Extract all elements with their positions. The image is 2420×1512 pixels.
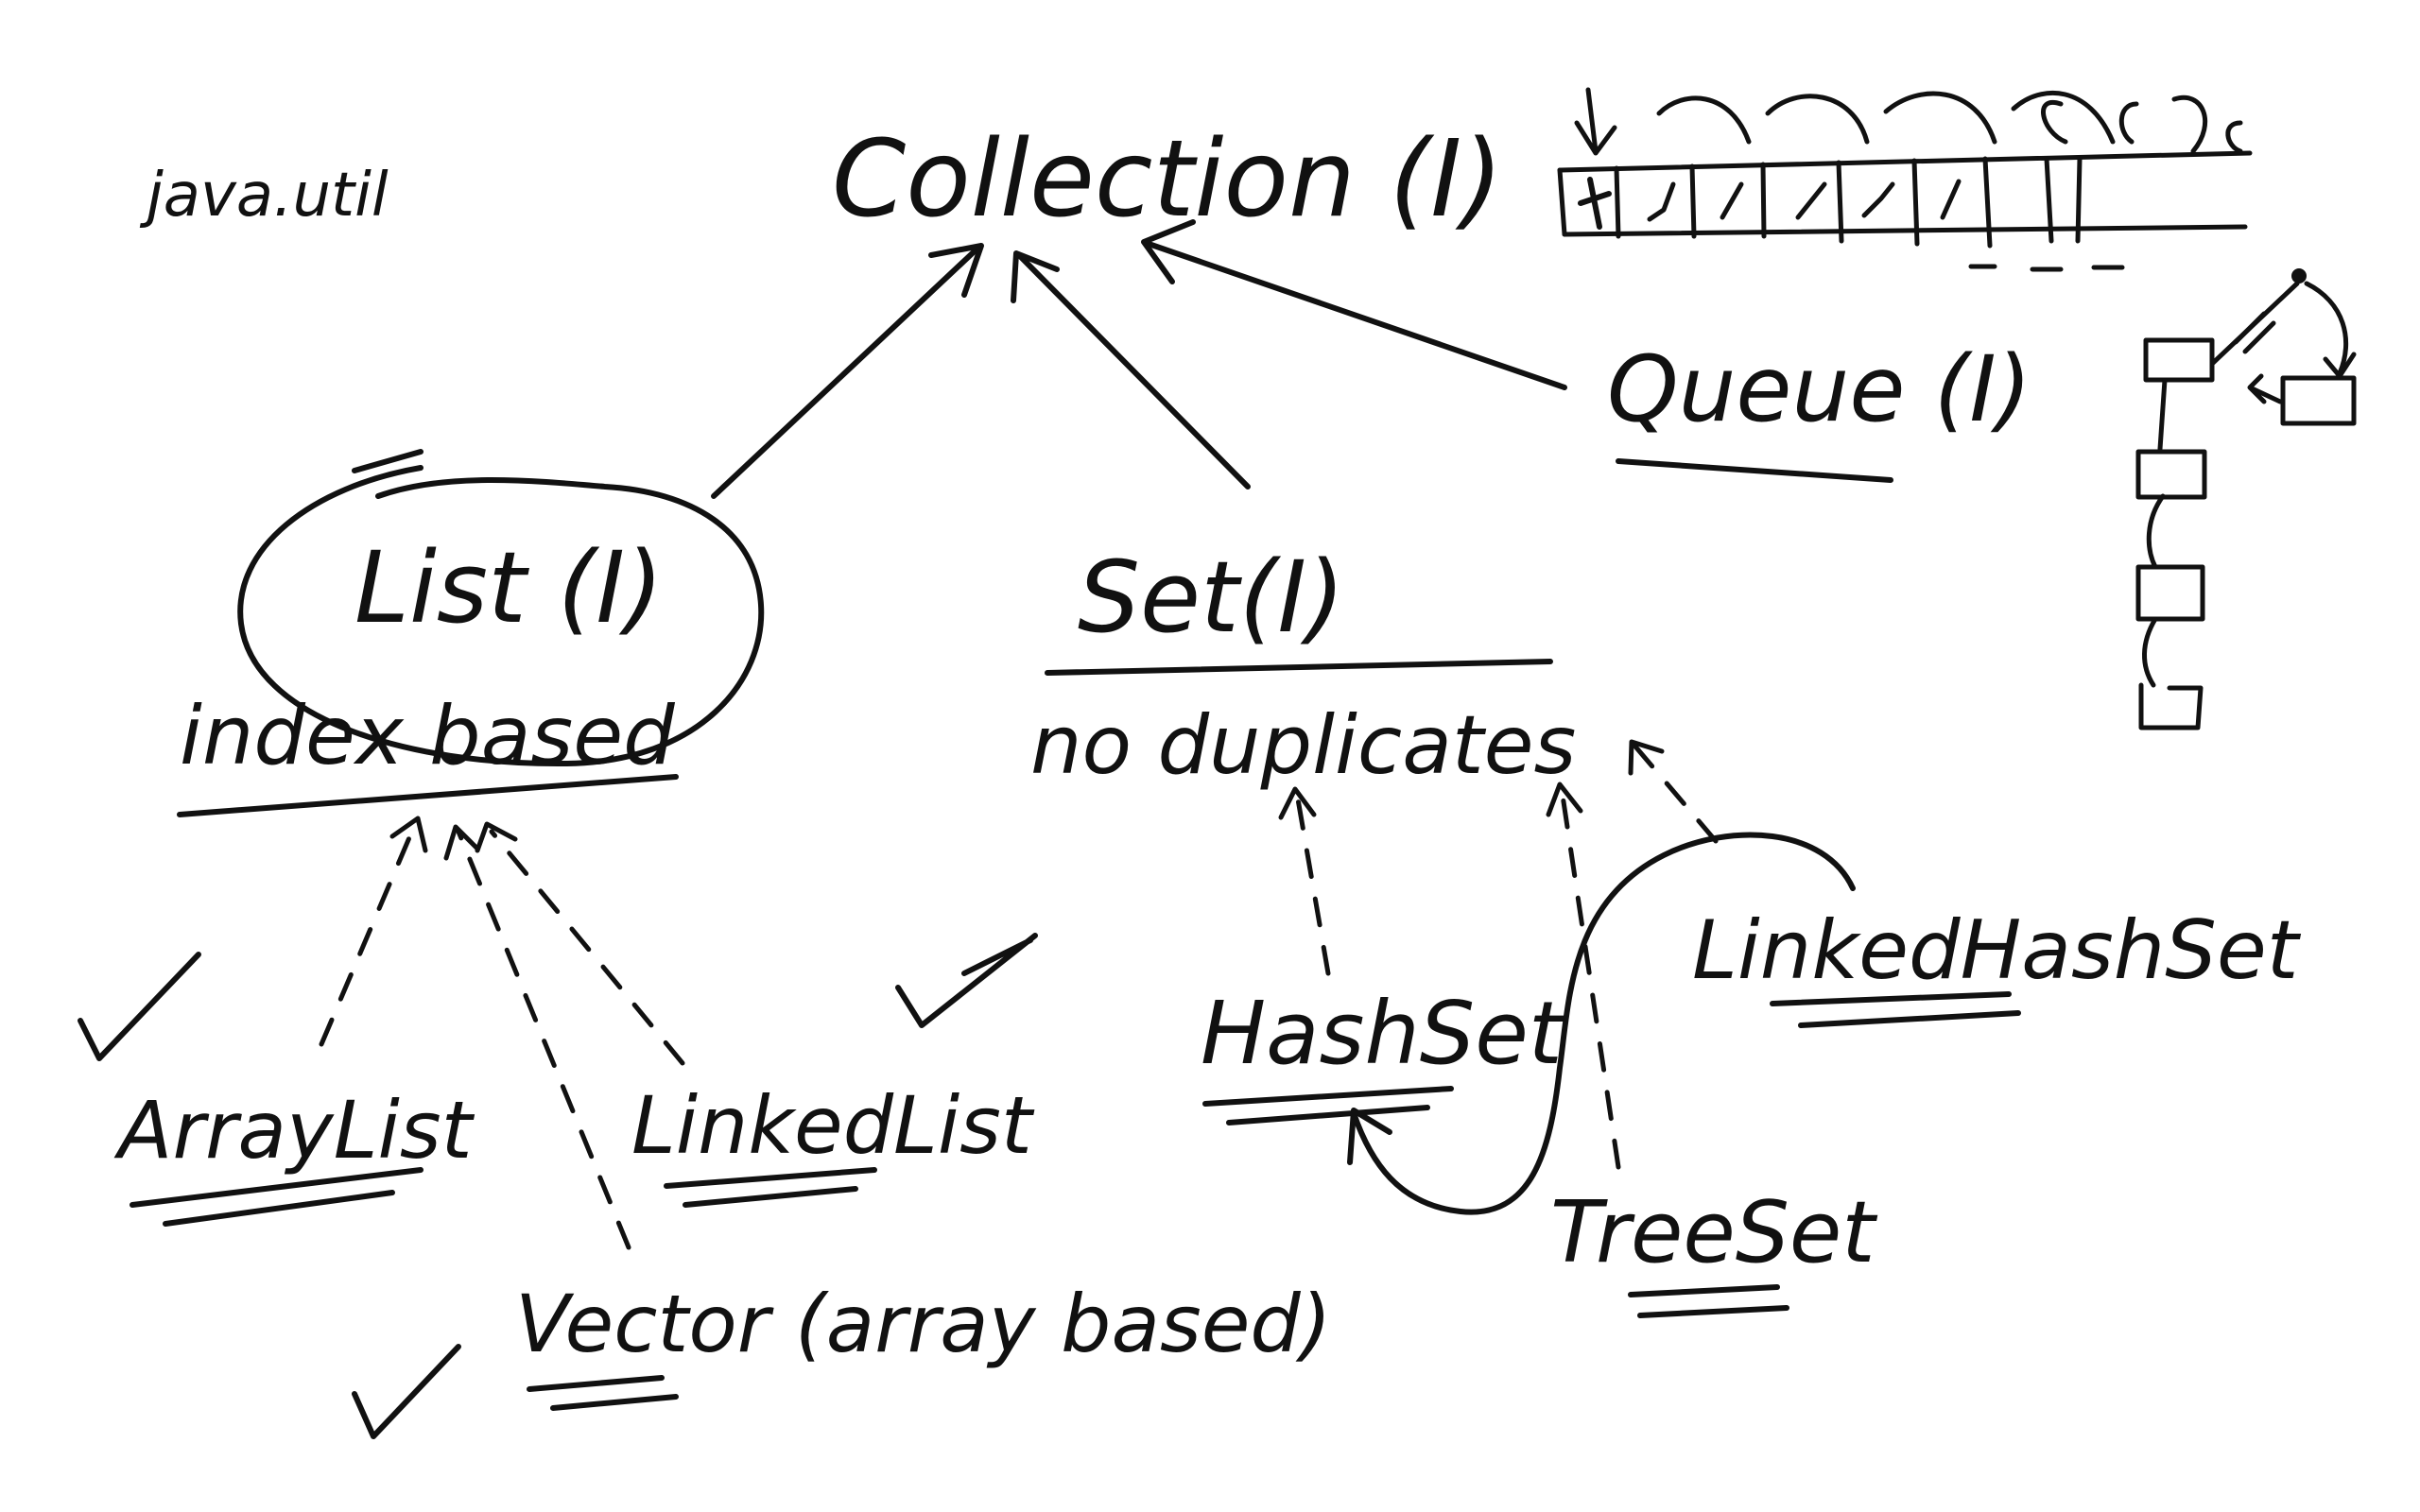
set-note: no duplicates [1030, 698, 1576, 793]
set-interface-label: Set(I) [1078, 540, 1345, 655]
linkedhashset-to-set-arrow [1628, 739, 1719, 844]
hashset-underline [1202, 1086, 1454, 1125]
list-circle [237, 465, 765, 767]
hashset-to-set-arrow [1278, 786, 1331, 976]
linkedlist-to-list-arrow [475, 821, 685, 1066]
treeset-to-set-arrow [1546, 782, 1621, 1170]
arraylist-check-mark [78, 952, 201, 1061]
list-note: index based [180, 689, 675, 783]
arraylist-underline [130, 1167, 424, 1227]
linked-nodes-doodle [2135, 268, 2357, 730]
list-underline [177, 774, 679, 817]
vector-check-mark [352, 1344, 461, 1439]
list-circle-tail [352, 449, 424, 473]
queue-underline [1616, 458, 1893, 483]
set-underline [1045, 659, 1553, 676]
linkedhashset-underline [1770, 991, 2021, 1028]
queue-to-collection-arrow [1141, 219, 1567, 390]
linkedlist-underline [664, 1167, 877, 1208]
array-doodle [1557, 87, 2253, 272]
arraylist-to-list-arrow [319, 816, 428, 1047]
linkedhashset-label: LinkedHashSet [1692, 903, 2302, 998]
hashset-label: HashSet [1201, 983, 1565, 1084]
list-to-collection-arrow [711, 243, 984, 499]
arraylist-label: ArrayList [113, 1084, 475, 1177]
vector-underline [527, 1375, 679, 1411]
vector-to-list-arrow [443, 824, 631, 1250]
queue-interface-label: Queue (I) [1607, 336, 2031, 442]
treeset-label: TreeSet [1550, 1183, 1878, 1282]
treeset-underline [1628, 1284, 1789, 1318]
vector-label: Vector (array based) [515, 1278, 1332, 1370]
list-interface-label: List (I) [354, 530, 664, 645]
linkedlist-check-mark [895, 933, 1038, 1028]
package-label: java.util [139, 161, 389, 231]
set-to-collection-arrow [1011, 250, 1251, 490]
linkedlist-label: LinkedList [631, 1079, 1035, 1172]
collection-interface-label: Collection (I) [832, 118, 1503, 241]
